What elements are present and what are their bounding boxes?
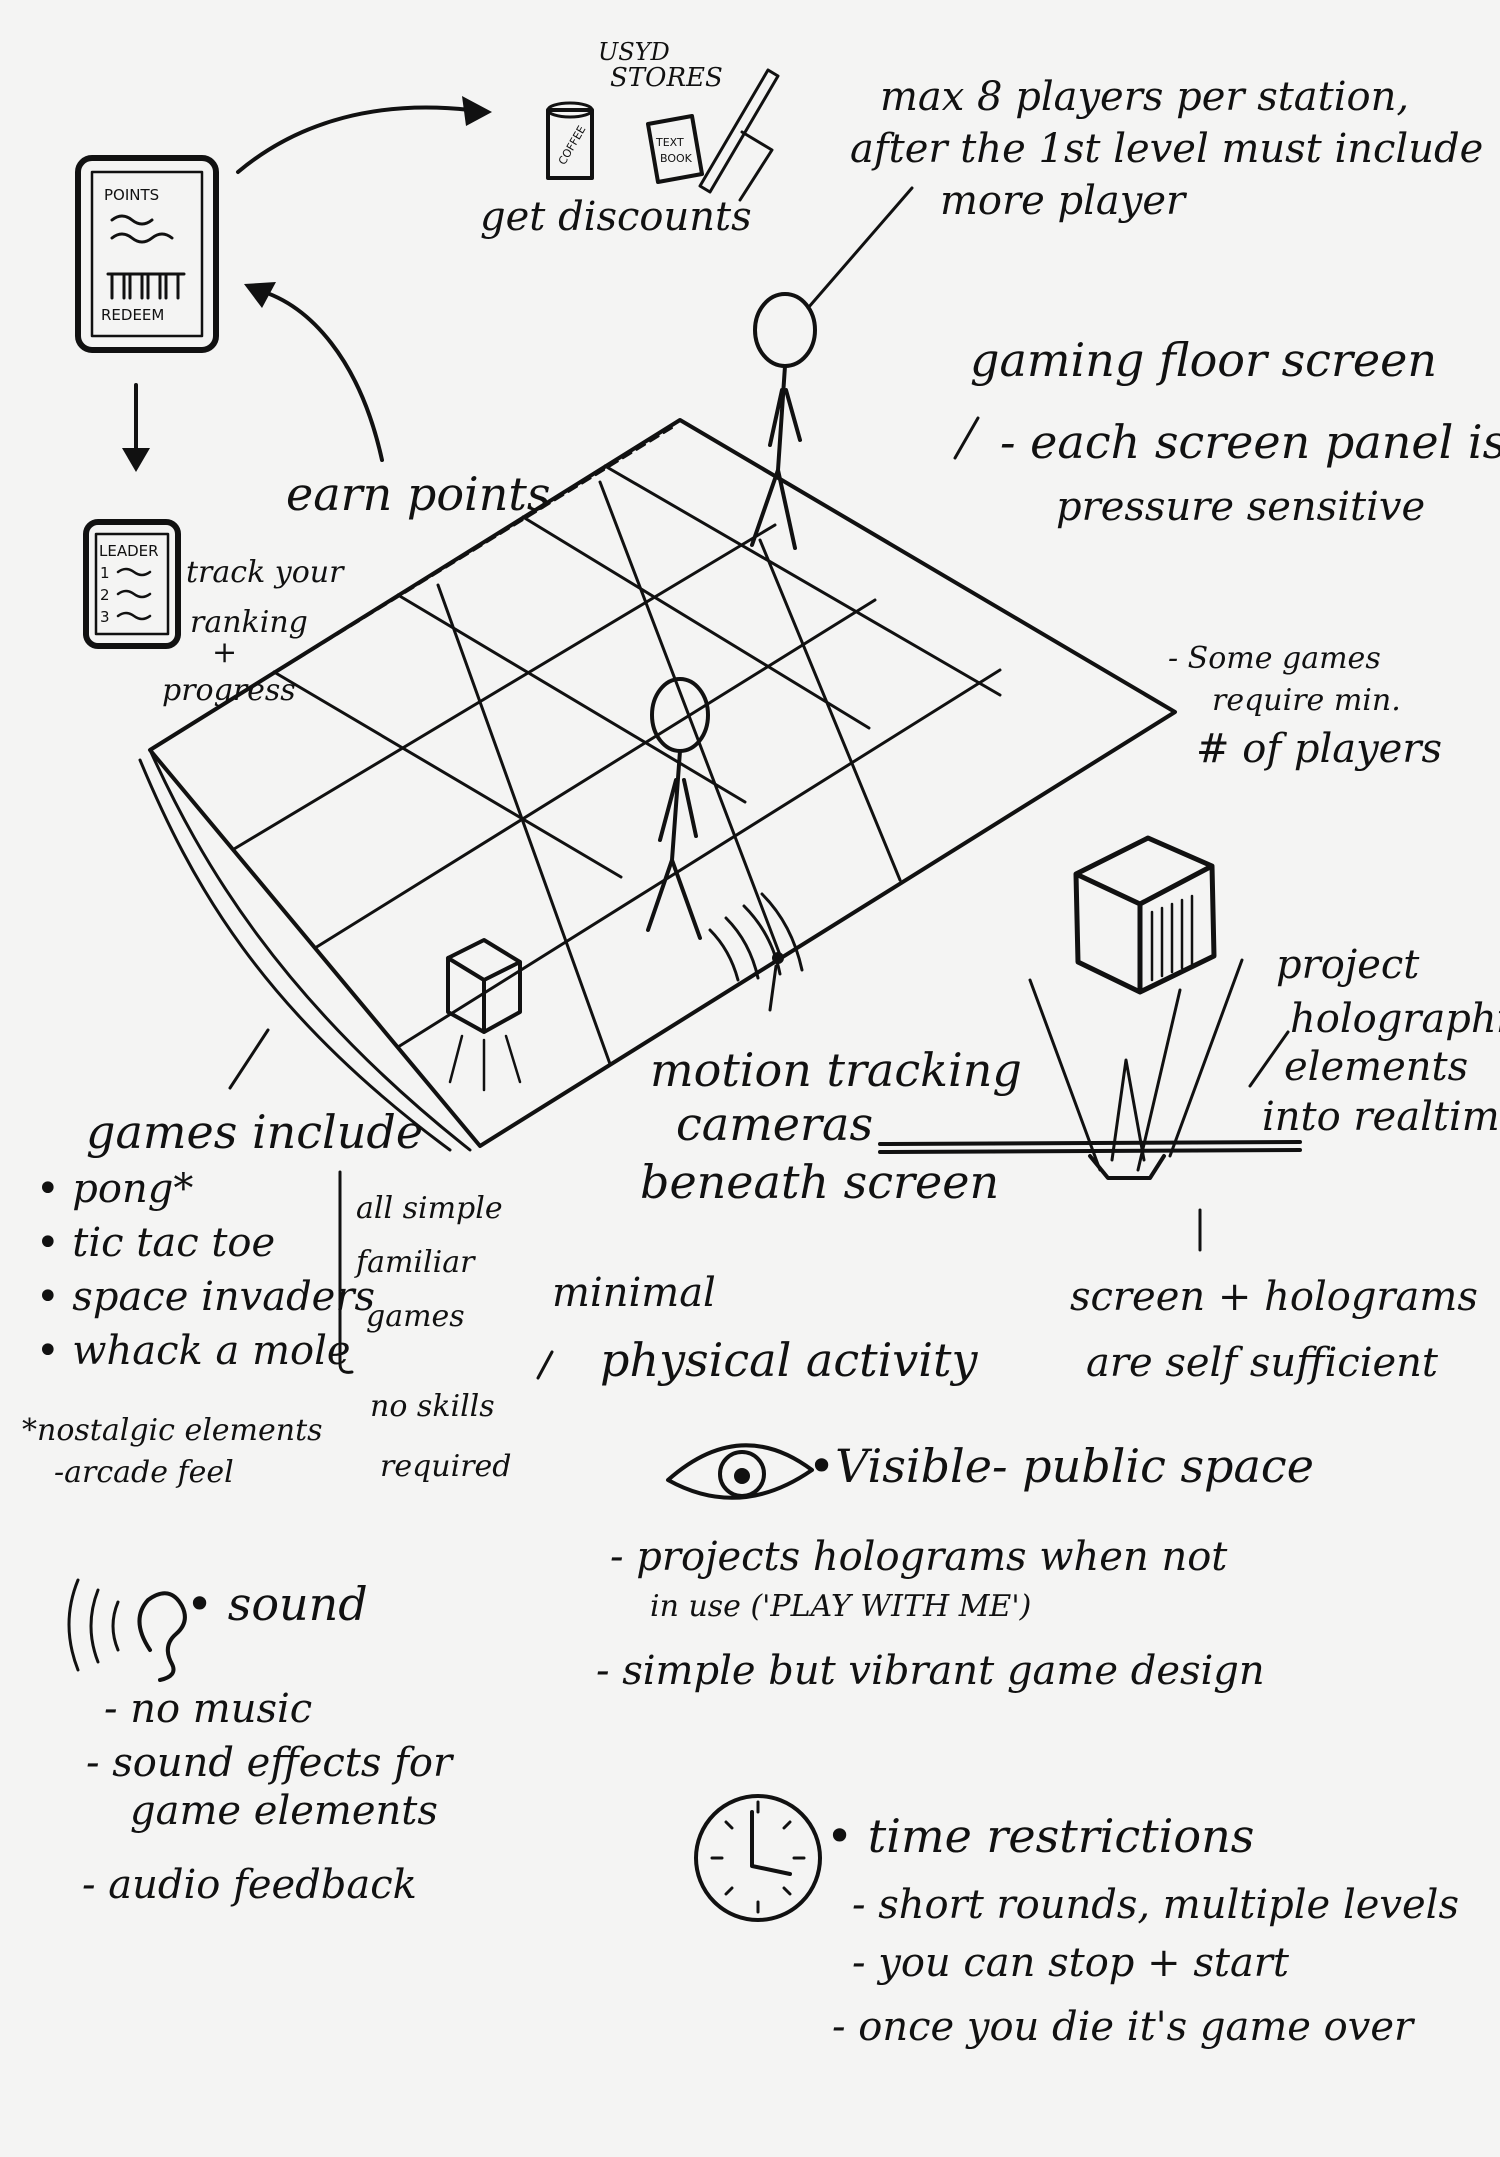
arrow-down-leaderboard-head [122, 448, 150, 472]
floor-note-1: gaming floor screen [970, 333, 1437, 387]
pencil-icon [698, 68, 780, 202]
redeem-button-label: REDEEM [101, 306, 164, 324]
games-divider [338, 1170, 354, 1374]
game-item-2: • tic tac toe [36, 1220, 275, 1266]
visible-line-3: - simple but vibrant game design [596, 1648, 1265, 1694]
leaderboard-header: LEADER [99, 542, 159, 560]
time-line-3: - once you die it's game over [832, 2004, 1416, 2050]
points-phone-header: POINTS [104, 186, 159, 204]
track-line-1: track your [186, 555, 345, 590]
simple-note-2: familiar [354, 1245, 476, 1280]
floor-note-3: pressure sensitive [1056, 484, 1425, 530]
track-line-3: + [212, 635, 237, 670]
game-item-3: • space invaders [36, 1274, 375, 1320]
time-line-1: - short rounds, multiple levels [852, 1882, 1459, 1928]
sound-heading: • sound [186, 1577, 368, 1631]
game-item-1: • pong* [36, 1166, 193, 1212]
sound-line-2: - sound effects for [86, 1740, 455, 1786]
pointer-activity [536, 1350, 554, 1380]
games-footnote-2: -arcade feel [54, 1455, 234, 1490]
simple-note-1: all simple [356, 1191, 503, 1226]
min-players-3: # of players [1196, 726, 1442, 772]
arrow-earn-points [256, 288, 384, 462]
leaderboard-phone: LEADER 1 2 3 [83, 519, 181, 649]
arrow-earn-points-head [244, 282, 276, 308]
visible-heading: •Visible- public space [808, 1439, 1314, 1493]
time-heading: • time restrictions [826, 1809, 1254, 1863]
floor-note-2: - each screen panel is [1000, 415, 1500, 469]
leader-row-2: 2 [100, 586, 110, 604]
hologram-note-3: elements [1284, 1044, 1468, 1090]
self-sufficient-2: are self sufficient [1086, 1340, 1439, 1386]
simple-note-3: games [366, 1299, 465, 1334]
sound-line-1: - no music [104, 1686, 312, 1732]
eye-icon [666, 1443, 814, 1500]
simple-note-4: no skills [370, 1389, 495, 1424]
gaming-floor-screen [138, 292, 1177, 1152]
leader-row-3: 3 [100, 608, 110, 626]
sound-line-3: game elements [130, 1788, 438, 1834]
ear-sound-icon [67, 1578, 187, 1682]
visible-line-2: in use ('PLAY WITH ME') [650, 1589, 1031, 1624]
games-title: games include [86, 1105, 423, 1159]
min-players-1: - Some games [1168, 641, 1381, 676]
sound-line-4: - audio feedback [82, 1862, 417, 1908]
coffee-label: COFFEE [556, 123, 589, 167]
arrow-to-stores [236, 105, 472, 174]
camera-note-2: cameras [676, 1097, 873, 1151]
earn-points-label: earn points [286, 467, 550, 521]
simple-note-5: required [380, 1449, 512, 1484]
camera-note-3: beneath screen [640, 1155, 999, 1209]
clock-icon [694, 1794, 822, 1922]
min-players-2: require min. [1212, 683, 1401, 718]
arrow-to-stores-head [462, 96, 492, 126]
players-note-3: more player [940, 178, 1188, 224]
game-item-4: • whack a mole [36, 1328, 351, 1374]
textbook-label-1: TEXT [655, 136, 684, 149]
players-note-2: after the 1st level must include [850, 126, 1483, 172]
textbook-label-2: BOOK [660, 152, 693, 165]
usyd-stores: USYD STORES COFFEE TEXT BOOK get discoun… [480, 38, 780, 240]
activity-note-1: minimal [552, 1270, 716, 1316]
games-footnote-1: *nostalgic elements [22, 1413, 323, 1448]
pointer-floor [953, 416, 980, 460]
stores-caption: get discounts [480, 194, 752, 240]
hologram-projector [878, 835, 1302, 1252]
leader-row-1: 1 [100, 564, 110, 582]
activity-note-2: physical activity [600, 1333, 978, 1387]
time-line-2: - you can stop + start [852, 1940, 1290, 1986]
players-note-1: max 8 players per station, [880, 74, 1409, 120]
visible-line-1: - projects holograms when not [610, 1534, 1228, 1580]
camera-note-1: motion tracking [650, 1043, 1022, 1097]
stores-title-1: USYD [598, 38, 670, 66]
hologram-note-4: into realtime [1262, 1094, 1500, 1140]
stores-title-2: STORES [610, 63, 723, 93]
track-line-2: ranking [190, 605, 308, 640]
hologram-note-1: project [1276, 942, 1420, 988]
points-phone: POINTS REDEEM [75, 155, 219, 353]
hologram-note-2: holographic [1290, 996, 1500, 1042]
pointer-players [806, 186, 914, 310]
self-sufficient-1: screen + holograms [1070, 1274, 1478, 1320]
